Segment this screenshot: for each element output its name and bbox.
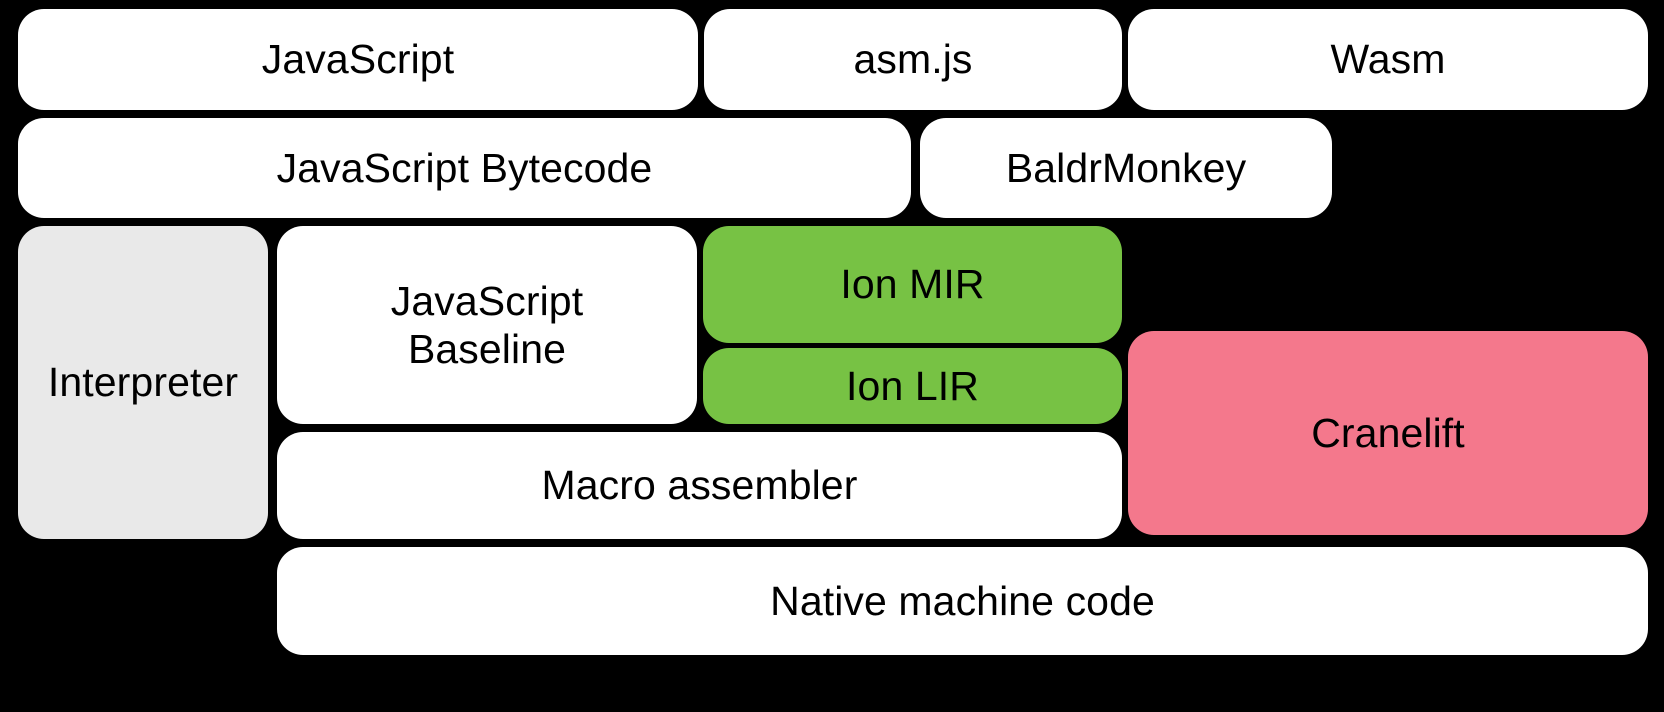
pipeline-box-cranelift: Cranelift bbox=[1128, 331, 1648, 535]
pipeline-box-javascript-baseline: JavaScript Baseline bbox=[277, 226, 697, 424]
pipeline-box-native-machine-code: Native machine code bbox=[277, 547, 1648, 655]
pipeline-box-baldrmonkey: BaldrMonkey bbox=[920, 118, 1332, 218]
pipeline-box-interpreter: Interpreter bbox=[18, 226, 268, 539]
pipeline-box-wasm: Wasm bbox=[1128, 9, 1648, 110]
pipeline-box-ion-lir: Ion LIR bbox=[703, 348, 1122, 424]
pipeline-box-macro-assembler: Macro assembler bbox=[277, 432, 1122, 539]
pipeline-box-ion-mir: Ion MIR bbox=[703, 226, 1122, 343]
pipeline-box-javascript-bytecode: JavaScript Bytecode bbox=[18, 118, 911, 218]
pipeline-box-javascript: JavaScript bbox=[18, 9, 698, 110]
pipeline-box-asm-js: asm.js bbox=[704, 9, 1122, 110]
